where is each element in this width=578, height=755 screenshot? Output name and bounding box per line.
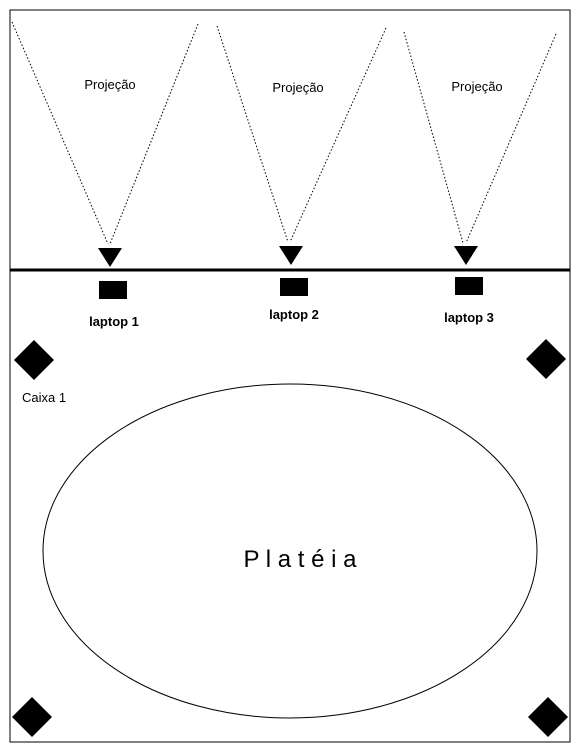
audience-label: P l a t é i a <box>244 546 358 573</box>
projector-1-icon <box>98 248 122 267</box>
laptop-label-2: laptop 2 <box>269 307 319 322</box>
projection-label-2: Projeção <box>272 80 323 95</box>
projection-cone-3 <box>403 31 557 244</box>
projection-label-1: Projeção <box>84 77 135 92</box>
speaker-bottom-left-icon <box>12 697 52 737</box>
projector-2-icon <box>279 246 303 265</box>
laptop-2-icon <box>280 278 308 296</box>
projection-label-3: Projeção <box>451 79 502 94</box>
audience-area <box>42 383 538 719</box>
projection-cone-2 <box>216 25 387 243</box>
projection-cone-1 <box>11 21 199 245</box>
speaker-bottom-right-icon <box>528 697 568 737</box>
speaker-top-left-icon <box>14 340 54 380</box>
speaker-label-caixa-1: Caixa 1 <box>22 390 66 405</box>
projector-3-icon <box>454 246 478 265</box>
laptop-1-icon <box>99 281 127 299</box>
speaker-top-right-icon <box>526 339 566 379</box>
laptop-3-icon <box>455 277 483 295</box>
laptop-label-1: laptop 1 <box>89 314 139 329</box>
laptop-label-3: laptop 3 <box>444 310 494 325</box>
room-border <box>9 9 571 743</box>
